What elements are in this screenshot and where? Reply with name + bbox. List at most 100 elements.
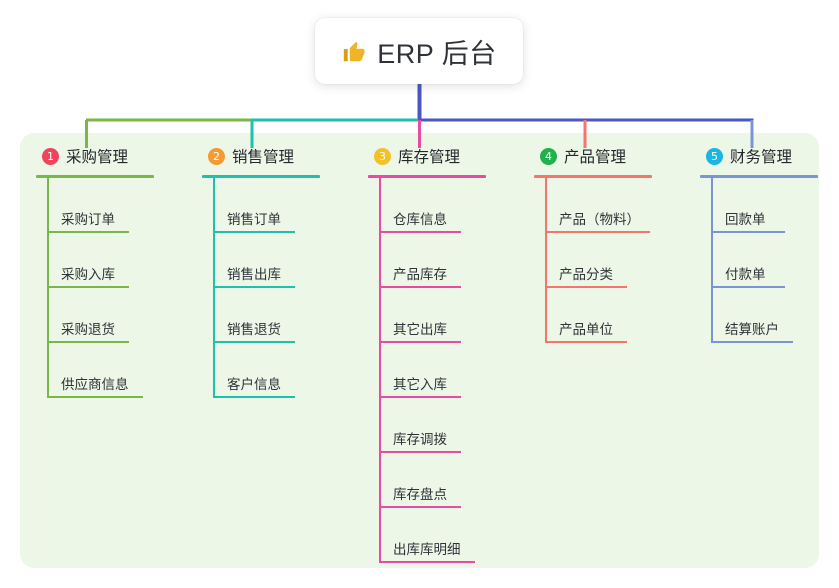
menu-item-label: 产品（物料） xyxy=(559,212,640,227)
column-title: 产品管理 xyxy=(564,149,627,166)
root-node[interactable]: ERP 后台 xyxy=(315,18,523,84)
thumbs-up-icon xyxy=(341,38,367,64)
menu-item-rule xyxy=(213,396,295,398)
menu-item-rule xyxy=(379,341,461,343)
column-title: 采购管理 xyxy=(66,149,129,166)
menu-item-label: 出库库明细 xyxy=(393,542,461,557)
menu-item-rule xyxy=(213,231,295,233)
menu-item[interactable]: 销售出库 xyxy=(213,233,320,288)
column-header-rule xyxy=(202,175,320,178)
column-spine xyxy=(379,178,381,563)
column-header-rule xyxy=(36,175,154,178)
column-items: 采购订单采购入库采购退货供应商信息 xyxy=(36,178,154,398)
menu-item-rule xyxy=(545,341,627,343)
column-items: 产品（物料） 产品分类产品单位 xyxy=(534,178,652,343)
menu-item[interactable]: 采购订单 xyxy=(47,178,154,233)
column-items: 销售订单销售出库销售退货客户信息 xyxy=(202,178,320,398)
menu-item-rule xyxy=(545,231,650,233)
menu-item[interactable]: 出库库明细 xyxy=(379,508,486,563)
column-index-badge: 1 xyxy=(42,147,59,165)
menu-item-rule xyxy=(379,561,475,563)
menu-item[interactable]: 产品分类 xyxy=(545,233,652,288)
column-header-rule xyxy=(700,175,818,178)
menu-item-rule xyxy=(213,341,295,343)
menu-item-rule xyxy=(379,396,461,398)
column-3: 3 库存管理仓库信息产品库存其它出库其它入库库存调拨库存盘点出库库明细 xyxy=(368,145,486,563)
column-spine xyxy=(47,178,49,398)
menu-item-label: 销售退货 xyxy=(227,322,281,337)
menu-item[interactable]: 供应商信息 xyxy=(47,343,154,398)
menu-item-rule xyxy=(379,286,461,288)
menu-item-rule xyxy=(711,231,785,233)
column-index-badge: 4 xyxy=(540,147,557,165)
menu-item-label: 其它出库 xyxy=(393,322,447,337)
menu-item[interactable]: 其它入库 xyxy=(379,343,486,398)
column-2: 2 销售管理销售订单销售出库销售退货客户信息 xyxy=(202,145,320,398)
menu-item-label: 产品单位 xyxy=(559,322,613,337)
menu-item[interactable]: 结算账户 xyxy=(711,288,818,343)
column-header[interactable]: 4 产品管理 xyxy=(534,145,652,167)
menu-item-label: 销售出库 xyxy=(227,267,281,282)
menu-item-rule xyxy=(379,451,461,453)
menu-item-rule xyxy=(47,341,129,343)
menu-item-rule xyxy=(379,506,461,508)
menu-item-label: 销售订单 xyxy=(227,212,281,227)
column-spine xyxy=(213,178,215,398)
menu-item[interactable]: 采购入库 xyxy=(47,233,154,288)
column-index-badge: 5 xyxy=(706,147,723,165)
menu-item[interactable]: 采购退货 xyxy=(47,288,154,343)
column-header-rule xyxy=(534,175,652,178)
column-title: 财务管理 xyxy=(730,149,793,166)
menu-item-label: 付款单 xyxy=(725,267,766,282)
menu-item-label: 客户信息 xyxy=(227,377,281,392)
menu-item-label: 产品分类 xyxy=(559,267,613,282)
column-header[interactable]: 5 财务管理 xyxy=(700,145,818,167)
menu-item[interactable]: 其它出库 xyxy=(379,288,486,343)
menu-item[interactable]: 产品库存 xyxy=(379,233,486,288)
column-1: 1 采购管理采购订单采购入库采购退货供应商信息 xyxy=(36,145,154,398)
menu-item-label: 供应商信息 xyxy=(61,377,129,392)
column-header[interactable]: 2 销售管理 xyxy=(202,145,320,167)
menu-item-label: 仓库信息 xyxy=(393,212,447,227)
menu-item-label: 采购入库 xyxy=(61,267,115,282)
menu-item-rule xyxy=(213,286,295,288)
column-title: 销售管理 xyxy=(232,149,295,166)
menu-item[interactable]: 库存调拨 xyxy=(379,398,486,453)
column-header[interactable]: 3 库存管理 xyxy=(368,145,486,167)
menu-item[interactable]: 销售订单 xyxy=(213,178,320,233)
menu-item-label: 采购退货 xyxy=(61,322,115,337)
menu-item[interactable]: 仓库信息 xyxy=(379,178,486,233)
column-index-badge: 3 xyxy=(374,147,391,165)
column-title: 库存管理 xyxy=(398,149,461,166)
column-4: 4 产品管理产品（物料） 产品分类产品单位 xyxy=(534,145,652,343)
column-spine xyxy=(545,178,547,343)
column-spine xyxy=(711,178,713,343)
menu-item-rule xyxy=(711,341,793,343)
menu-item-rule xyxy=(47,286,129,288)
column-items: 仓库信息产品库存其它出库其它入库库存调拨库存盘点出库库明细 xyxy=(368,178,486,563)
menu-item-rule xyxy=(711,286,785,288)
column-header[interactable]: 1 采购管理 xyxy=(36,145,154,167)
menu-item[interactable]: 销售退货 xyxy=(213,288,320,343)
column-index-badge: 2 xyxy=(208,147,225,165)
menu-item[interactable]: 付款单 xyxy=(711,233,818,288)
content-panel xyxy=(20,133,819,568)
menu-item-label: 回款单 xyxy=(725,212,766,227)
menu-item-label: 库存调拨 xyxy=(393,432,447,447)
menu-item[interactable]: 回款单 xyxy=(711,178,818,233)
menu-item-label: 结算账户 xyxy=(725,322,779,337)
menu-item[interactable]: 产品（物料） xyxy=(545,178,652,233)
menu-item-rule xyxy=(47,396,143,398)
menu-item[interactable]: 产品单位 xyxy=(545,288,652,343)
menu-item-label: 库存盘点 xyxy=(393,487,447,502)
menu-item-rule xyxy=(47,231,129,233)
menu-item[interactable]: 库存盘点 xyxy=(379,453,486,508)
menu-item-rule xyxy=(545,286,627,288)
menu-item[interactable]: 客户信息 xyxy=(213,343,320,398)
column-header-rule xyxy=(368,175,486,178)
column-5: 5 财务管理回款单付款单结算账户 xyxy=(700,145,818,343)
menu-item-label: 采购订单 xyxy=(61,212,115,227)
menu-item-label: 产品库存 xyxy=(393,267,447,282)
column-items: 回款单付款单结算账户 xyxy=(700,178,818,343)
